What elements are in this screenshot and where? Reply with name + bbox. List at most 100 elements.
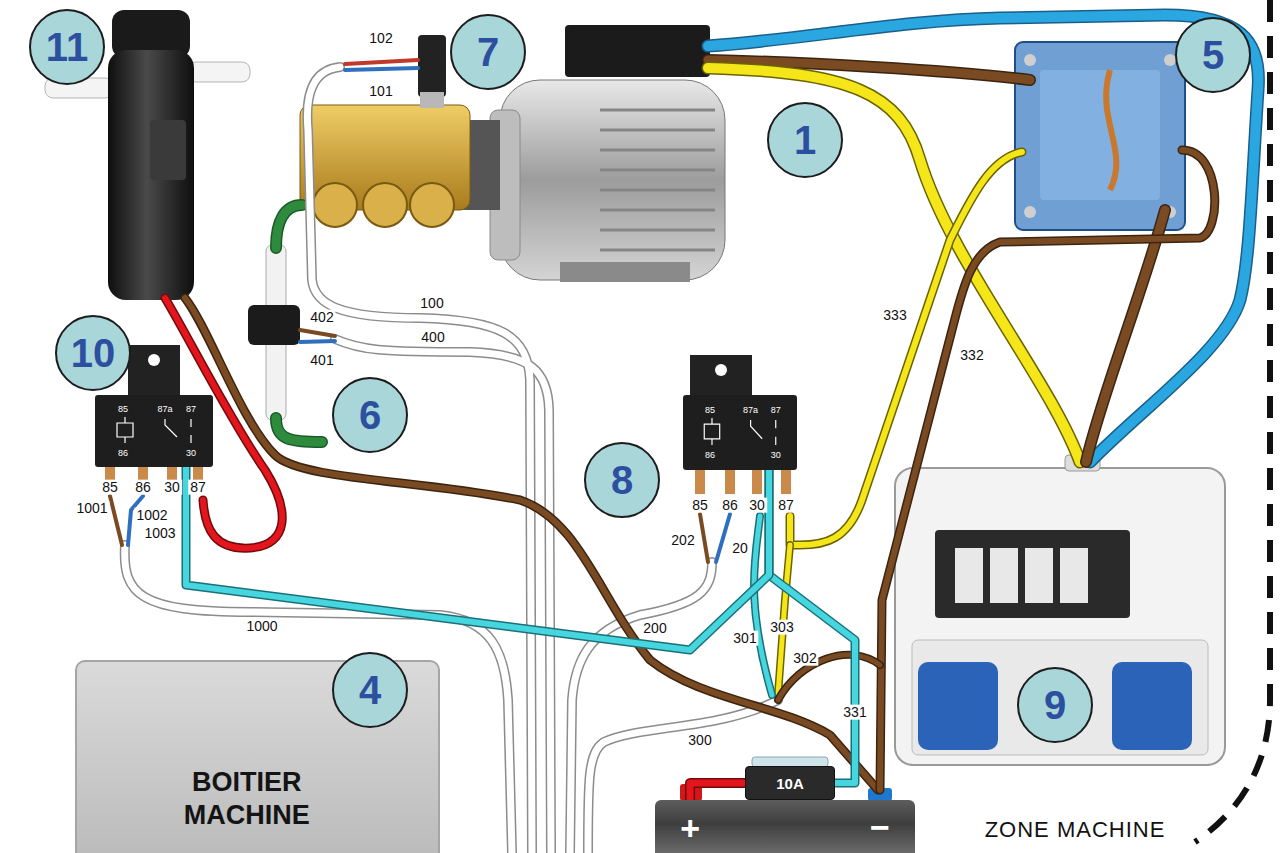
wire-number: 400 xyxy=(419,330,446,345)
pump-body xyxy=(108,50,194,300)
callout-circle: 6 xyxy=(332,377,408,453)
brass-cap xyxy=(410,183,454,227)
pin-name: 85 xyxy=(118,404,128,413)
battery-polarity: + xyxy=(680,811,700,845)
wire-number: 333 xyxy=(881,308,908,323)
pin-number: 85 xyxy=(690,498,710,513)
wire-number: 200 xyxy=(641,621,668,636)
relay-bracket xyxy=(690,355,752,396)
socket-panel xyxy=(912,640,1208,755)
terminal-box xyxy=(565,25,710,77)
socket xyxy=(918,662,998,750)
pin-number: 30 xyxy=(747,498,767,513)
pin-name: 86 xyxy=(705,451,715,460)
yellow-wire xyxy=(790,152,1022,545)
wire-number: 202 xyxy=(669,533,696,548)
machine-box: BOITIER MACHINE 4 xyxy=(75,660,440,853)
zone-label: ZONE MACHINE xyxy=(982,818,1169,841)
wire-connector xyxy=(690,783,745,800)
callout-number: 7 xyxy=(477,32,499,72)
pin-name: 87 xyxy=(186,404,196,413)
wire-number: 100 xyxy=(418,296,445,311)
wire-connector xyxy=(769,470,855,783)
battery-body: +− xyxy=(655,800,915,853)
brown-wire xyxy=(1086,210,1165,462)
pin-name: 86 xyxy=(118,449,128,458)
wire-number: 20 xyxy=(730,541,750,556)
callout-number: 8 xyxy=(611,460,633,500)
contactor-body xyxy=(1015,42,1185,230)
breaker xyxy=(1060,548,1088,603)
coil-wire xyxy=(716,514,730,562)
pressure-switch xyxy=(418,35,446,97)
fuse-rating: 10A xyxy=(776,776,804,791)
wire-outline xyxy=(690,783,745,800)
battery-polarity: − xyxy=(870,810,890,844)
wire-number: 1000 xyxy=(244,619,279,634)
relay-pin xyxy=(138,466,148,480)
relay-pin xyxy=(695,469,705,494)
callout-circle: 7 xyxy=(450,14,526,90)
brown-wire xyxy=(880,150,1215,790)
wire-outline xyxy=(186,467,769,650)
callout-circle: 10 xyxy=(55,315,131,391)
wire xyxy=(769,470,855,783)
pin-number: 86 xyxy=(720,498,740,513)
hose-outline xyxy=(276,205,302,248)
wire-number: 402 xyxy=(308,310,335,325)
hose xyxy=(276,205,302,248)
callout-circle: 8 xyxy=(584,442,660,518)
motor-body xyxy=(500,80,725,280)
motor-fins xyxy=(600,110,715,250)
pump-sticker xyxy=(150,120,186,180)
relay-body: 8587a878630 xyxy=(683,395,797,470)
breaker-window xyxy=(935,530,1130,618)
callout-number: 5 xyxy=(1202,35,1224,75)
callout-number: 4 xyxy=(359,670,381,710)
relay-body: 8587a878630 xyxy=(95,395,213,467)
callout-number: 1 xyxy=(794,120,816,160)
relay-pin xyxy=(193,466,203,480)
pin-name: 30 xyxy=(771,451,781,460)
wire-number: 301 xyxy=(731,631,758,646)
brass-cap xyxy=(363,183,407,227)
callout-circle: 1 xyxy=(767,102,843,178)
part-label: BOITIER MACHINE xyxy=(147,766,347,834)
pin-name: 87a xyxy=(743,405,758,414)
wire-number: 1003 xyxy=(142,526,177,541)
relay-bracket xyxy=(128,345,180,396)
wire-number: 102 xyxy=(367,31,394,46)
wire-outline xyxy=(790,152,1022,545)
brass-cap xyxy=(313,183,357,227)
wire-outline xyxy=(880,150,1215,790)
callout-number: 6 xyxy=(359,395,381,435)
flow-switch-body xyxy=(248,305,300,345)
pin-number: 85 xyxy=(100,480,120,495)
wire-number: 1002 xyxy=(134,508,169,523)
wire xyxy=(186,467,769,650)
breaker xyxy=(990,548,1018,603)
socket xyxy=(1112,662,1192,750)
wire-number: 302 xyxy=(791,651,818,666)
contactor-core xyxy=(1040,70,1160,200)
bracket-hole xyxy=(148,354,160,366)
switch-wire xyxy=(300,330,335,336)
pin-number: 30 xyxy=(162,480,182,495)
wire xyxy=(690,783,745,800)
switch-wire xyxy=(300,341,335,342)
switch-wire xyxy=(345,68,418,70)
callout-number: 11 xyxy=(46,27,88,67)
motor-feet xyxy=(560,262,690,282)
wire-outline xyxy=(1086,210,1165,462)
pin-name: 87a xyxy=(157,404,172,413)
screw xyxy=(1024,206,1036,218)
breaker xyxy=(955,548,983,603)
pin-name: 85 xyxy=(705,405,715,414)
wire-number: 331 xyxy=(841,705,868,720)
wire-number: 332 xyxy=(958,348,985,363)
fuse-body: 10A xyxy=(745,766,835,800)
screw xyxy=(1024,54,1036,66)
coil-wire xyxy=(110,496,122,545)
callout-circle: 4 xyxy=(332,652,408,728)
pin-number: 87 xyxy=(188,480,208,495)
